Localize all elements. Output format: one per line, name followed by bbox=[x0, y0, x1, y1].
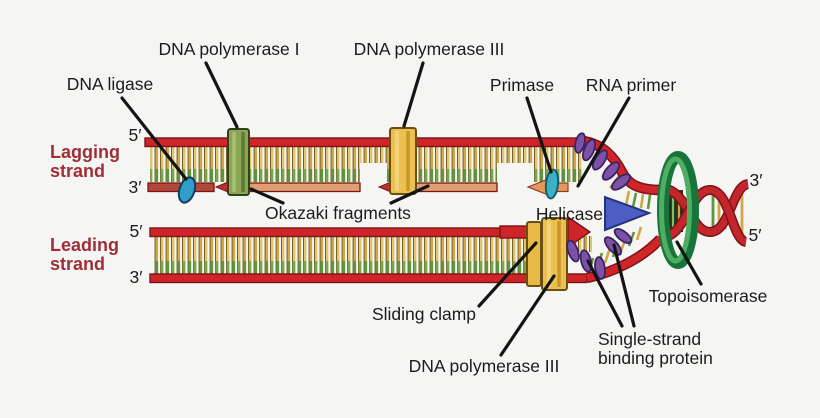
leader-dna-polymerase-3-top bbox=[402, 61, 425, 128]
leader-primase bbox=[525, 96, 553, 174]
leader-topoisomerase bbox=[675, 240, 703, 286]
label-leading-strand-line1: Leading bbox=[50, 235, 119, 255]
lagging-bases-unpaired-1 bbox=[360, 146, 387, 163]
helix-strand-b bbox=[659, 186, 748, 246]
leading-strand-duplex bbox=[149, 215, 592, 284]
dna-ligase-enzyme bbox=[177, 176, 197, 204]
leader-lines bbox=[120, 61, 703, 357]
prime-lagging-3: 3′ bbox=[128, 177, 141, 197]
lagging-bases-green-1 bbox=[150, 169, 360, 182]
label-leading-strand-line2: strand bbox=[50, 254, 105, 274]
dna-polymerase-3-lagging-enzyme bbox=[389, 127, 417, 195]
topoisomerase-ring bbox=[657, 151, 699, 269]
leader-ssb-1 bbox=[586, 259, 624, 328]
label-helicase: Helicase bbox=[536, 204, 603, 224]
prime-lagging-5: 5′ bbox=[128, 125, 141, 145]
prime-leading-3: 3′ bbox=[129, 267, 142, 287]
lagging-bases-unpaired-2 bbox=[497, 146, 533, 163]
label-primase: Primase bbox=[490, 75, 554, 95]
label-lagging-strand-line2: strand bbox=[50, 161, 105, 181]
leader-dna-polymerase-1 bbox=[204, 61, 239, 129]
label-ssb-line1: Single-strand bbox=[598, 329, 701, 349]
label-dna-polymerase-1: DNA polymerase I bbox=[158, 39, 299, 59]
prime-leading-5: 5′ bbox=[129, 221, 142, 241]
sliding-clamp-enzyme bbox=[526, 221, 542, 287]
dna-polymerase-1-enzyme bbox=[227, 128, 250, 196]
label-sliding-clamp: Sliding clamp bbox=[372, 304, 476, 324]
helix-strand-a bbox=[659, 180, 750, 236]
leader-sliding-clamp bbox=[477, 241, 538, 308]
label-ssb-line2: binding protein bbox=[598, 348, 713, 368]
leader-dna-polymerase-3-bottom bbox=[499, 274, 556, 357]
leading-new-strand bbox=[149, 227, 506, 238]
lagging-template-strand bbox=[144, 137, 587, 148]
leader-ssb-2 bbox=[612, 243, 636, 328]
parental-double-helix bbox=[659, 179, 750, 247]
label-dna-polymerase-3-bottom: DNA polymerase III bbox=[409, 356, 560, 376]
label-topoisomerase: Topoisomerase bbox=[649, 286, 768, 306]
leading-bases-green bbox=[154, 261, 534, 274]
leader-okazaki-left bbox=[249, 187, 285, 205]
ssb-proteins-top-arm bbox=[574, 132, 632, 191]
leader-rna-primer bbox=[576, 96, 631, 188]
label-dna-polymerase-3-top: DNA polymerase III bbox=[354, 39, 505, 59]
prime-helix-3: 3′ bbox=[749, 170, 762, 190]
prime-helix-5: 5′ bbox=[748, 225, 761, 245]
label-okazaki-fragments: Okazaki fragments bbox=[265, 203, 411, 223]
label-lagging-strand-line1: Lagging bbox=[50, 142, 120, 162]
leader-okazaki-right bbox=[389, 184, 430, 205]
ssb-proteins-bottom-arm bbox=[566, 227, 633, 280]
label-rna-primer: RNA primer bbox=[586, 75, 677, 95]
fork-top-arm bbox=[582, 137, 662, 194]
primase-enzyme bbox=[544, 168, 560, 200]
leader-dna-ligase bbox=[120, 96, 188, 181]
label-dna-ligase: DNA ligase bbox=[67, 74, 154, 94]
helicase-enzyme bbox=[604, 195, 652, 232]
leading-template-strand bbox=[149, 273, 588, 284]
dna-polymerase-3-leading-enzyme bbox=[541, 217, 568, 291]
